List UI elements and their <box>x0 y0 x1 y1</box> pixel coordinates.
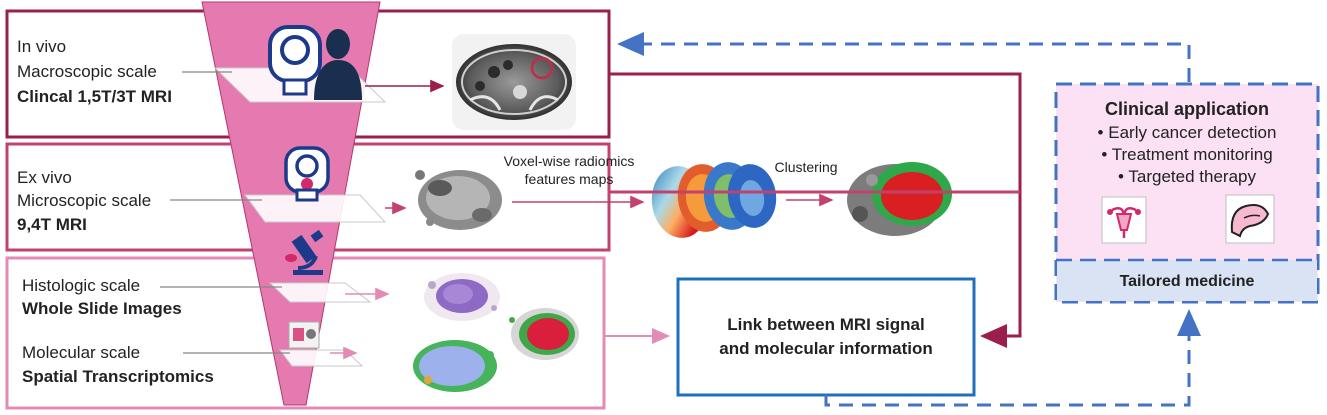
row1-line2: Macroscopic scale <box>17 62 157 81</box>
feedback-arrow-to-row1 <box>617 32 1191 82</box>
clustering-label: Clustering <box>774 159 837 175</box>
clinical-item-3: • Targeted therapy <box>1118 167 1256 186</box>
tailored-label: Tailored medicine <box>1120 273 1255 290</box>
link-box <box>676 277 976 397</box>
row2-line1: Ex vivo <box>17 168 72 187</box>
spatial-transcriptomics-image-blue <box>413 340 497 392</box>
clinical-title: Clinical application <box>1105 99 1269 119</box>
row1-line1: In vivo <box>17 37 66 56</box>
patient-silhouette-icon <box>314 29 362 100</box>
plane-row3a <box>268 282 372 303</box>
uterus-icon <box>1101 196 1147 244</box>
mri-small-icon <box>284 146 330 202</box>
link-box-line1: Link between MRI signal <box>727 315 924 334</box>
row3a-line2: Whole Slide Images <box>22 299 182 318</box>
tailored-band <box>1057 260 1317 301</box>
clinical-item-1: • Early cancer detection <box>1098 123 1277 142</box>
feature-maps-image <box>651 162 777 238</box>
voxel-label-line2: features maps <box>525 171 614 187</box>
plane-row3b <box>279 349 364 367</box>
clustered-tissue-image <box>847 162 952 236</box>
row3b-line1: Molecular scale <box>22 343 140 362</box>
feedback-arrow-to-clinical <box>824 309 1201 407</box>
clinical-item-2: • Treatment monitoring <box>1101 145 1272 164</box>
voxel-label-line1: Voxel-wise radiomics <box>504 153 635 169</box>
link-box-line2: and molecular information <box>719 339 932 358</box>
ct-scan-image <box>452 34 576 130</box>
exvivo-tissue-image <box>415 170 502 230</box>
row2-line3: 9,4T MRI <box>17 215 87 234</box>
spatial-transcriptomics-image-red <box>509 308 579 360</box>
pancreas-icon <box>1225 194 1275 244</box>
microscope-icon <box>285 229 324 275</box>
whole-slide-image <box>424 273 500 321</box>
connector-row1-to-link <box>609 72 1022 348</box>
plane-row2 <box>244 194 387 223</box>
spatial-slide-icon <box>288 321 320 349</box>
mri-scanner-icon <box>268 25 322 96</box>
row1-line3: Clincal 1,5T/3T MRI <box>17 87 172 106</box>
row3a-line1: Histologic scale <box>22 276 140 295</box>
row3b-line2: Spatial Transcriptomics <box>22 367 214 386</box>
row2-line2: Microscopic scale <box>17 191 151 210</box>
